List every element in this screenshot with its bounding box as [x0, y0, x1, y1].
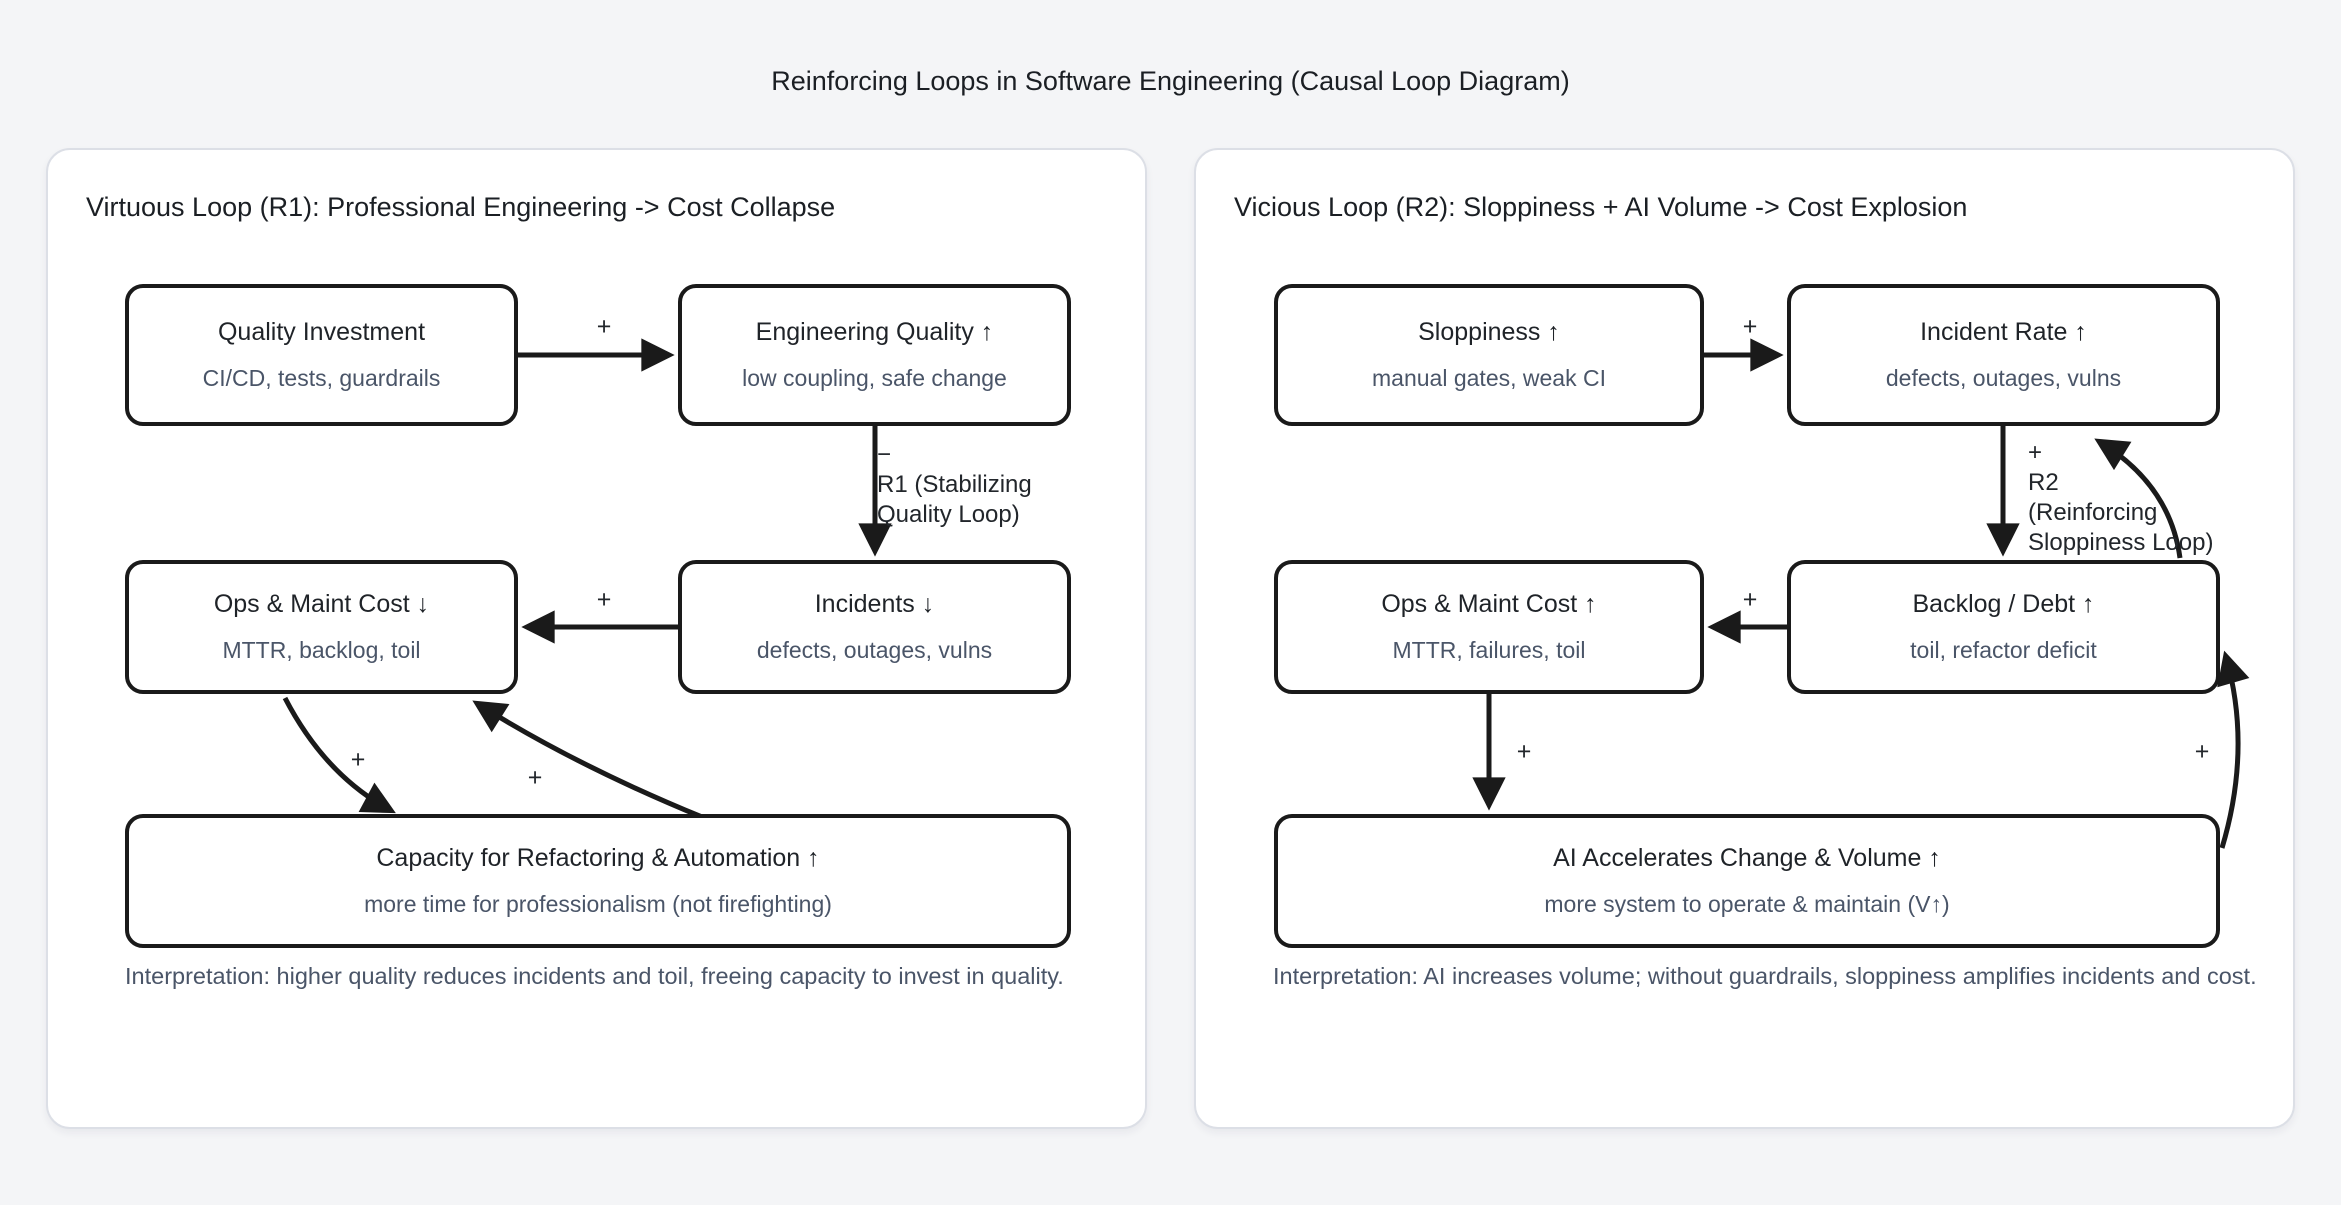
node-incidents-down: Incidents ↓ defects, outages, vulns [678, 560, 1071, 694]
node-ops-maint-cost-up: Ops & Maint Cost ↑ MTTR, failures, toil [1274, 560, 1704, 694]
edge-label-ops-to-ai: + [1516, 737, 1532, 766]
node-title: Ops & Maint Cost ↑ [1381, 590, 1597, 619]
edge-label-sloppiness-to-incident-rate: + [1742, 312, 1758, 341]
edge-label-capacity-to-ops: + [527, 763, 543, 792]
node-title: Sloppiness ↑ [1418, 318, 1560, 347]
node-subtitle: MTTR, failures, toil [1392, 636, 1586, 663]
virtuous-loop-interpretation: Interpretation: higher quality reduces i… [125, 963, 1064, 989]
edge-label-quality-to-engineering: + [596, 312, 612, 341]
loop-label-r1: − R1 (Stabilizing Quality Loop) [877, 441, 1032, 528]
node-subtitle: MTTR, backlog, toil [222, 636, 421, 663]
page-title: Reinforcing Loops in Software Engineerin… [771, 66, 1570, 96]
node-subtitle: low coupling, safe change [742, 364, 1007, 391]
node-sloppiness: Sloppiness ↑ manual gates, weak CI [1274, 284, 1704, 426]
node-quality-investment: Quality Investment CI/CD, tests, guardra… [125, 284, 518, 426]
node-backlog-debt: Backlog / Debt ↑ toil, refactor deficit [1787, 560, 2220, 694]
node-title: Backlog / Debt ↑ [1912, 590, 2095, 619]
vicious-loop-title: Vicious Loop (R2): Sloppiness + AI Volum… [1234, 192, 1968, 222]
node-ai-volume: AI Accelerates Change & Volume ↑ more sy… [1274, 814, 2220, 948]
vicious-loop-interpretation: Interpretation: AI increases volume; wit… [1273, 963, 2257, 989]
node-engineering-quality: Engineering Quality ↑ low coupling, safe… [678, 284, 1071, 426]
edge-label-ai-to-backlog: + [2194, 737, 2210, 766]
edge-label-ops-to-capacity: + [350, 745, 366, 774]
node-subtitle: defects, outages, vulns [1885, 364, 2122, 391]
node-incident-rate: Incident Rate ↑ defects, outages, vulns [1787, 284, 2220, 426]
virtuous-loop-title: Virtuous Loop (R1): Professional Enginee… [86, 192, 836, 222]
node-subtitle: more system to operate & maintain (V↑) [1544, 890, 1950, 917]
node-title: Incident Rate ↑ [1920, 318, 2087, 347]
edge-label-incidents-to-ops: + [596, 585, 612, 614]
node-capacity-refactoring: Capacity for Refactoring & Automation ↑ … [125, 814, 1071, 948]
node-title: Capacity for Refactoring & Automation ↑ [376, 844, 820, 873]
node-subtitle: CI/CD, tests, guardrails [202, 364, 441, 391]
node-subtitle: toil, refactor deficit [1910, 636, 2097, 663]
node-title: Ops & Maint Cost ↓ [213, 590, 430, 619]
node-subtitle: manual gates, weak CI [1372, 364, 1606, 391]
node-subtitle: more time for professionalism (not firef… [364, 890, 832, 917]
edge-label-backlog-to-ops: + [1742, 585, 1758, 614]
node-title: Engineering Quality ↑ [755, 318, 994, 347]
loop-label-r2: + R2 (Reinforcing Sloppiness Loop) [2028, 439, 2214, 556]
node-title: Incidents ↓ [814, 590, 935, 619]
node-ops-maint-cost-down: Ops & Maint Cost ↓ MTTR, backlog, toil [125, 560, 518, 694]
node-title: AI Accelerates Change & Volume ↑ [1553, 844, 1941, 873]
node-title: Quality Investment [217, 318, 426, 347]
node-subtitle: defects, outages, vulns [756, 636, 993, 663]
